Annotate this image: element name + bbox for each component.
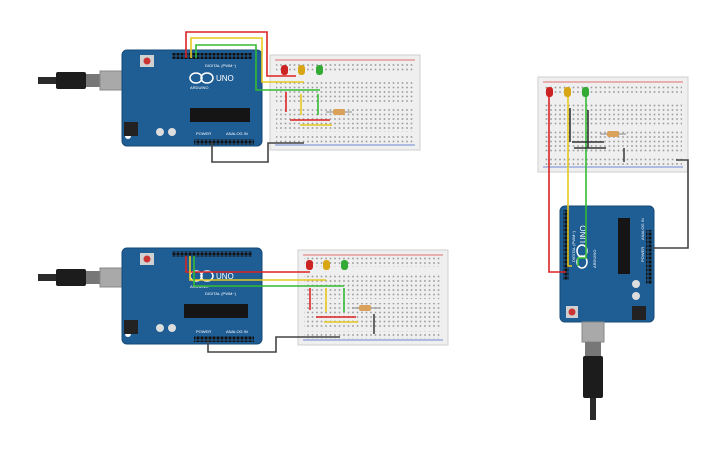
wire-red (185, 256, 310, 273)
wire-black (207, 336, 340, 353)
resistor[interactable] (600, 131, 626, 137)
digital-label: DIGITAL (PWM~) (205, 291, 237, 296)
led-red[interactable] (281, 65, 288, 75)
wire-black (211, 142, 304, 163)
led-green[interactable] (582, 87, 589, 97)
led-yellow[interactable] (564, 87, 571, 97)
digital-header (563, 210, 569, 280)
power-label: POWER (196, 329, 211, 334)
power-jack (632, 306, 646, 320)
analog-label: ANALOG IN (226, 329, 248, 334)
resistor[interactable] (352, 305, 380, 311)
wire-red (548, 96, 566, 273)
usb-cable (38, 267, 126, 288)
arduino-board[interactable]: UNO ARDUINO DIGITAL (PWM~) POWER ANALOG … (559, 205, 655, 323)
led-green[interactable] (316, 65, 323, 75)
wires (185, 31, 332, 163)
brand-label: ARDUINO (592, 250, 597, 268)
chip (190, 108, 250, 122)
wire-green (577, 96, 587, 266)
usb-cable (38, 70, 126, 91)
led-yellow[interactable] (298, 65, 305, 75)
analog-label: ANALOG IN (640, 218, 645, 240)
wires (548, 96, 689, 273)
wire-yellow (190, 37, 304, 83)
circuit-bottom-left: UNO ARDUINO DIGITAL (PWM~) POWER ANALOG … (38, 247, 449, 353)
analog-label: ANALOG IN (226, 131, 248, 136)
wire-yellow (189, 256, 326, 281)
arduino-board[interactable]: UNO ARDUINO DIGITAL (PWM~) POWER ANALOG … (121, 49, 263, 147)
digital-header (172, 53, 252, 59)
power-jack (124, 122, 138, 136)
brand-label: ARDUINO (190, 85, 208, 90)
digital-header (172, 251, 252, 257)
breadboard[interactable] (537, 76, 689, 173)
wire-black (652, 159, 689, 249)
model-label: UNO (216, 272, 234, 281)
arduino-board[interactable]: UNO ARDUINO DIGITAL (PWM~) POWER ANALOG … (121, 247, 263, 345)
power-label: POWER (640, 247, 645, 262)
resistor[interactable] (326, 109, 352, 115)
power-label: POWER (196, 131, 211, 136)
usb-cable (581, 321, 605, 420)
wire-green (193, 256, 344, 287)
digital-label: DIGITAL (PWM~) (571, 230, 576, 262)
wires (185, 256, 375, 353)
model-label: UNO (579, 225, 588, 243)
breadboard[interactable] (297, 249, 449, 346)
power-jack (124, 320, 138, 334)
power-header (646, 230, 652, 284)
chip (184, 304, 248, 318)
power-header (194, 139, 254, 145)
led-green[interactable] (341, 260, 348, 270)
circuit-top-left: UNO ARDUINO DIGITAL (PWM~) POWER ANALOG … (38, 31, 421, 163)
digital-label: DIGITAL (PWM~) (205, 63, 237, 68)
arduino-logo (576, 244, 588, 269)
led-red[interactable] (546, 87, 553, 97)
wire-yellow (567, 96, 572, 267)
breadboard[interactable] (269, 54, 421, 151)
wire-green (195, 44, 320, 91)
chip (618, 218, 630, 274)
led-red[interactable] (306, 260, 313, 270)
arduino-logo (189, 72, 214, 84)
wire-red (185, 31, 296, 77)
power-header (194, 336, 254, 342)
circuit-right: UNO ARDUINO DIGITAL (PWM~) POWER ANALOG … (537, 76, 689, 420)
model-label: UNO (216, 74, 234, 83)
led-yellow[interactable] (323, 260, 330, 270)
